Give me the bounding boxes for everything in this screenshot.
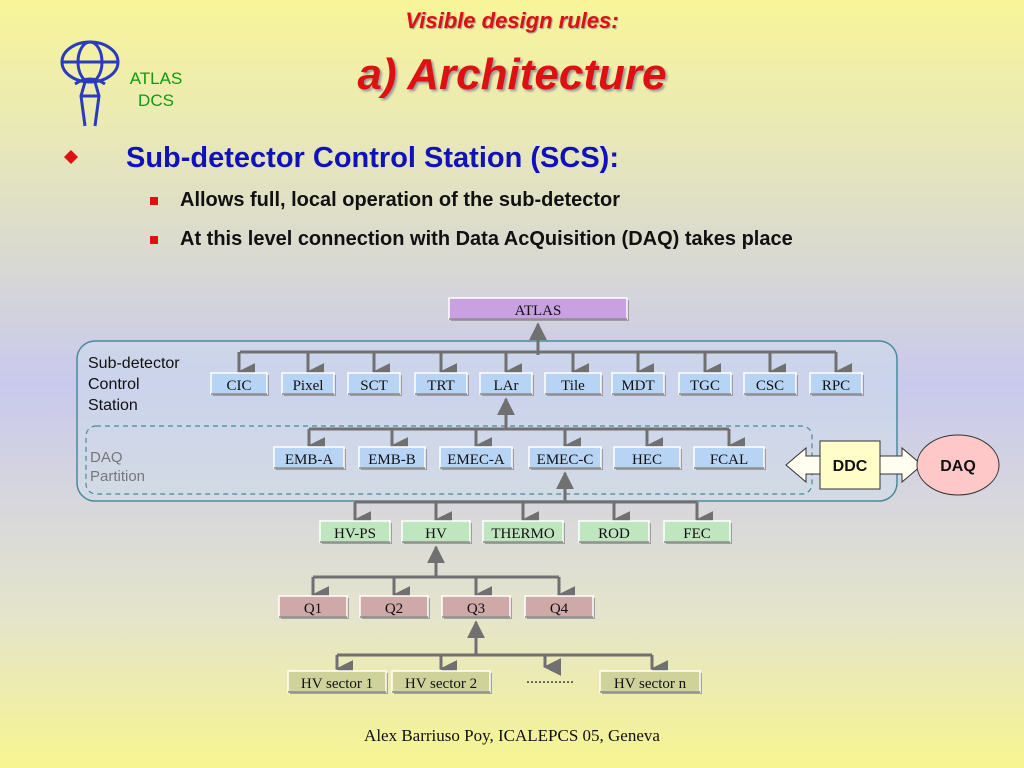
node-hv-sector-1-label: HV sector 1	[301, 676, 373, 692]
node-subdetector-mdt-label: MDT	[621, 378, 654, 394]
scs-boundary	[76, 340, 898, 502]
node-subdetector-sct: SCT	[347, 372, 402, 396]
node-emecc-child-fec-label: FEC	[683, 526, 711, 542]
daq-partition-label: DAQ Partition	[90, 448, 145, 486]
node-emecc-child-rod-label: ROD	[598, 526, 630, 542]
node-hv-child-q2: Q2	[359, 595, 430, 619]
node-partition-emb-a: EMB-A	[273, 446, 346, 470]
node-subdetector-mdt: MDT	[611, 372, 666, 396]
node-subdetector-sct-label: SCT	[360, 378, 388, 394]
daq-label: DAQ	[940, 458, 976, 475]
node-partition-fcal-label: FCAL	[710, 452, 748, 468]
daq-partition-label-line: Partition	[90, 468, 146, 485]
node-hv-child-q4-label: Q4	[550, 601, 569, 617]
node-emecc-child-hv: HV	[401, 520, 472, 544]
node-hv-child-q3: Q3	[441, 595, 512, 619]
node-partition-emec-a-label: EMEC-A	[447, 452, 505, 468]
node-subdetector-lar: LAr	[479, 372, 534, 396]
node-emecc-child-thermo: THERMO	[482, 520, 565, 544]
node-partition-emb-b: EMB-B	[358, 446, 427, 470]
atlas-logo-icon	[60, 40, 120, 127]
node-subdetector-trt-label: TRT	[427, 378, 454, 394]
node-partition-emec-c: EMEC-C	[528, 446, 603, 470]
scs-label-line: Station	[88, 397, 138, 414]
node-atlas-label: ATLAS	[515, 303, 562, 319]
daq-partition-boundary	[85, 425, 813, 495]
node-hv-child-q2-label: Q2	[385, 601, 403, 617]
node-subdetector-trt: TRT	[414, 372, 469, 396]
logo-text-atlas: ATLAS	[129, 69, 183, 88]
sub-bullet-text: At this level connection with Data AcQui…	[180, 228, 793, 250]
logo-text-dcs: DCS	[138, 91, 174, 110]
node-emecc-child-hv-ps-label: HV-PS	[334, 526, 376, 542]
node-hv-sector-n: HV sector n	[599, 670, 702, 694]
scs-label-line: Sub-detector	[88, 355, 180, 372]
node-subdetector-pixel: Pixel	[281, 372, 336, 396]
scs-label: Sub-detector Control Station	[88, 353, 180, 416]
square-bullet-icon	[150, 197, 158, 205]
scs-label-line: Control	[88, 376, 140, 393]
node-partition-fcal: FCAL	[693, 446, 766, 470]
slide-subtitle: Visible design rules:	[405, 8, 619, 33]
node-partition-emec-a: EMEC-A	[439, 446, 514, 470]
square-bullet-icon	[150, 236, 158, 244]
sector-ellipsis: ............	[526, 670, 574, 687]
daq-ellipse	[916, 434, 1000, 496]
node-hv-child-q4: Q4	[524, 595, 595, 619]
node-subdetector-tile: Tile	[544, 372, 603, 396]
node-atlas: ATLAS	[448, 297, 629, 321]
node-subdetector-lar-label: LAr	[494, 378, 519, 394]
node-emecc-child-rod: ROD	[578, 520, 651, 544]
node-hv-sector-2-label: HV sector 2	[405, 676, 477, 692]
node-subdetector-pixel-label: Pixel	[293, 378, 324, 394]
ddc-box	[819, 440, 881, 490]
ddc-label: DDC	[833, 458, 868, 475]
node-subdetector-tgc: TGC	[678, 372, 733, 396]
footer-credit: Alex Barriuso Poy, ICALEPCS 05, Geneva	[364, 726, 660, 745]
node-partition-hec-label: HEC	[632, 452, 662, 468]
node-subdetector-tile-label: Tile	[561, 378, 585, 394]
node-subdetector-rpc: RPC	[809, 372, 864, 396]
node-partition-emb-a-label: EMB-A	[285, 452, 334, 468]
node-subdetector-cic-label: CIC	[226, 378, 251, 394]
node-hv-sector-2: HV sector 2	[391, 670, 492, 694]
node-emecc-child-hv-ps: HV-PS	[319, 520, 392, 544]
node-hv-child-q1: Q1	[278, 595, 349, 619]
node-hv-child-q1-label: Q1	[304, 601, 322, 617]
node-partition-emec-c-label: EMEC-C	[537, 452, 594, 468]
logo-text: ATLAS DCS	[116, 68, 196, 112]
sub-bullet-text: Allows full, local operation of the sub-…	[180, 189, 621, 211]
node-emecc-child-thermo-label: THERMO	[491, 526, 555, 542]
slide-title: a) Architecture	[357, 50, 667, 99]
node-subdetector-csc: CSC	[743, 372, 798, 396]
diamond-bullet-icon	[64, 150, 78, 164]
node-hv-sector-1: HV sector 1	[287, 670, 388, 694]
node-partition-hec: HEC	[613, 446, 682, 470]
node-hv-sector-n-label: HV sector n	[614, 676, 687, 692]
node-subdetector-rpc-label: RPC	[822, 378, 850, 394]
main-bullet-text: Sub-detector Control Station (SCS):	[126, 142, 619, 174]
node-hv-child-q3-label: Q3	[467, 601, 485, 617]
node-subdetector-cic: CIC	[210, 372, 269, 396]
daq-partition-label-line: DAQ	[90, 449, 123, 466]
node-subdetector-csc-label: CSC	[756, 378, 784, 394]
node-emecc-child-hv-label: HV	[425, 526, 447, 542]
node-subdetector-tgc-label: TGC	[690, 378, 720, 394]
node-emecc-child-fec: FEC	[663, 520, 732, 544]
node-partition-emb-b-label: EMB-B	[368, 452, 416, 468]
